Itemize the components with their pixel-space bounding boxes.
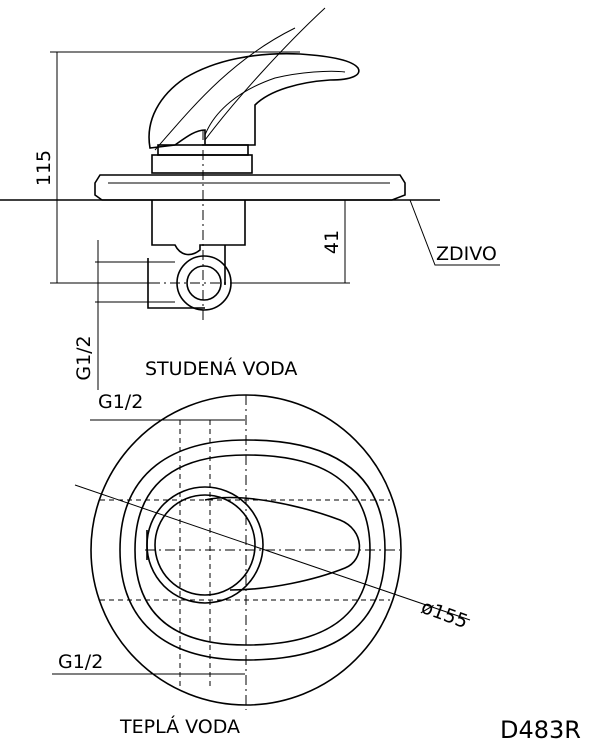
handle-guide-arc-1 — [154, 27, 296, 151]
diameter-line — [74, 484, 471, 621]
wall-leader — [409, 199, 500, 266]
top-view: STUDENÁ VODA G1/2 ø155 G1/2 TEPLÁ VODA — [52, 357, 471, 738]
side-view: ZDIVO 115 41 G1/2 — [0, 7, 500, 390]
hot-water-label: TEPLÁ VODA — [119, 715, 240, 738]
thread-side-label: G1/2 — [73, 335, 95, 380]
outlet-inner — [186, 265, 222, 301]
product-code: D483R — [500, 716, 581, 744]
valve-body-lower — [147, 258, 205, 309]
valve-body — [151, 200, 246, 256]
hub-inner — [154, 494, 256, 596]
dim-41-label: 41 — [321, 230, 343, 254]
thread-bottom-label: G1/2 — [58, 651, 103, 673]
handle-lever — [148, 52, 360, 149]
thread-top-label: G1/2 — [98, 391, 143, 413]
handle-collar-lower — [151, 154, 253, 174]
handle-guide-arc-2 — [204, 7, 326, 141]
escutcheon-plate — [94, 174, 406, 201]
diameter-label: ø155 — [418, 596, 471, 633]
cold-water-label: STUDENÁ VODA — [145, 357, 297, 380]
handle-inner-curve — [204, 70, 346, 136]
lever-top — [204, 496, 361, 591]
wall-label: ZDIVO — [436, 243, 497, 265]
dim-115-label: 115 — [33, 150, 55, 186]
